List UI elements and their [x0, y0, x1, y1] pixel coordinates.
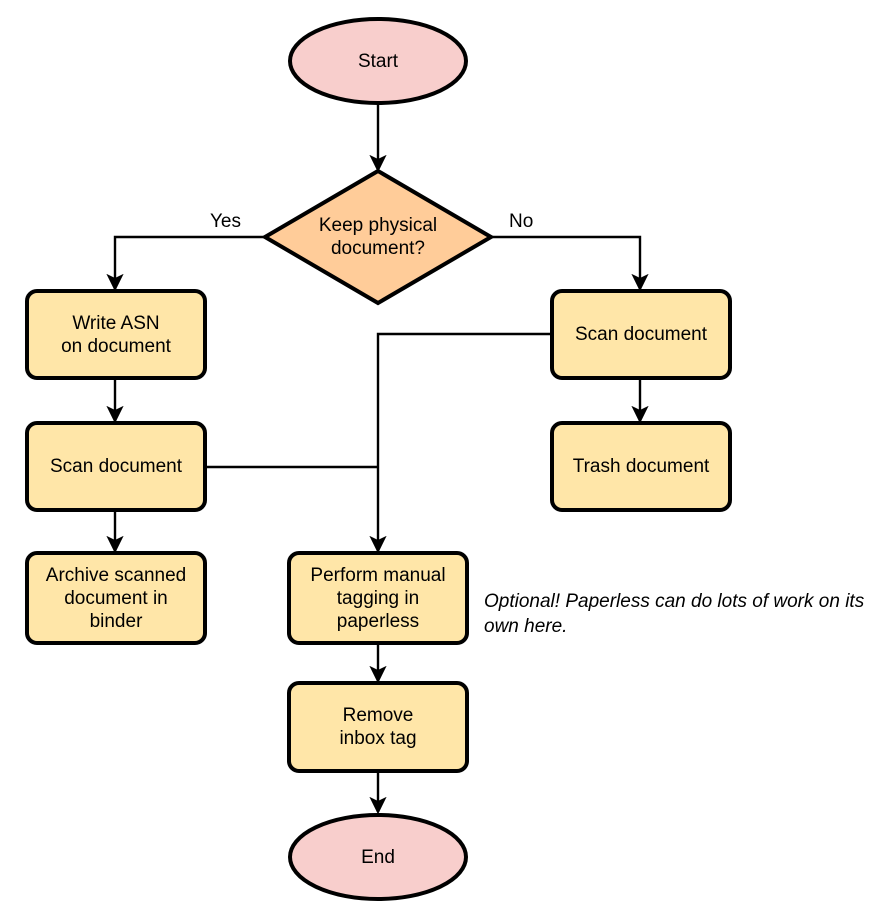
optional-note: Optional! Paperless can do lots of work …	[484, 591, 865, 637]
node-scan-right-shape[interactable]	[550, 289, 732, 380]
node-write-asn-shape[interactable]	[25, 289, 207, 380]
node-start-shape[interactable]	[288, 17, 468, 105]
edge-decision-yes-to-write-asn	[106, 235, 265, 292]
node-tagging-shape[interactable]	[287, 551, 469, 645]
node-remove-tag-shape[interactable]	[287, 681, 469, 773]
node-end-shape[interactable]	[288, 813, 468, 901]
edge-decision-no-to-scan-right	[491, 235, 649, 292]
edge-scan-right-to-tagging	[369, 332, 552, 554]
edge-label-no: No	[509, 211, 534, 232]
node-archive-shape[interactable]	[25, 551, 207, 645]
node-scan-left-shape[interactable]	[25, 421, 207, 512]
node-trash-shape[interactable]	[550, 421, 732, 512]
edge-label-yes: Yes	[210, 211, 241, 232]
node-decision-shape[interactable]	[261, 168, 495, 306]
